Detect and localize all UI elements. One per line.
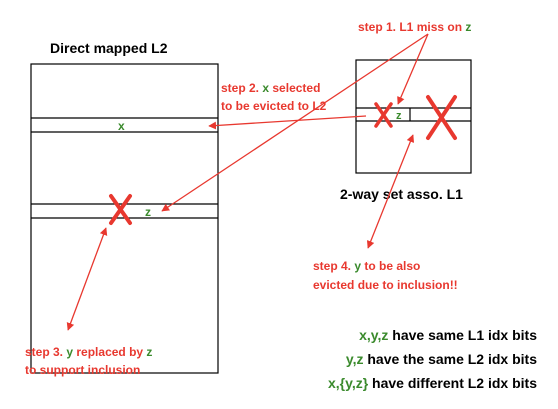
step4-label-line1: step 4. y to be also [313, 259, 420, 273]
step4-label-line2: evicted due to inclusion!! [313, 278, 458, 292]
l2-cache: Direct mapped L2 x z [30, 40, 219, 374]
l1-cache: z 2-way set asso. L1 [340, 59, 472, 202]
l1-y-cross [426, 95, 457, 140]
l2-line-z-label: z [145, 205, 151, 219]
l1-cache-box [355, 59, 472, 174]
step3-arrow [66, 227, 108, 331]
l1-way0-tag: z [396, 110, 402, 122]
annotation-arrows [66, 33, 429, 331]
step2-label-line2: to be evicted to L2 [221, 99, 327, 113]
l2-y-cross [109, 194, 132, 225]
step2-arrow-evict-x [208, 115, 367, 130]
step2-label-line1: step 2. x selected [221, 81, 320, 95]
step1-arrow-to-l1 [397, 33, 429, 105]
l2-title: Direct mapped L2 [50, 40, 168, 56]
l2-line-x-label: x [118, 119, 125, 133]
step1-label: step 1. L1 miss on z [358, 20, 471, 34]
step4-arrow [366, 134, 415, 249]
l1-x-cross [374, 102, 393, 128]
l1-title: 2-way set asso. L1 [340, 186, 463, 202]
step1-arrow-to-l2 [161, 33, 429, 212]
step3-label-line2: to support inclusion [25, 363, 140, 377]
note-same-l2-idx: y,z have the same L2 idx bits [346, 351, 537, 367]
note-same-l1-idx: x,y,z have same L1 idx bits [359, 327, 537, 343]
step3-label-line1: step 3. y replaced by z [25, 345, 152, 359]
note-different-l2-idx: x,{y,z} have different L2 idx bits [328, 375, 537, 391]
